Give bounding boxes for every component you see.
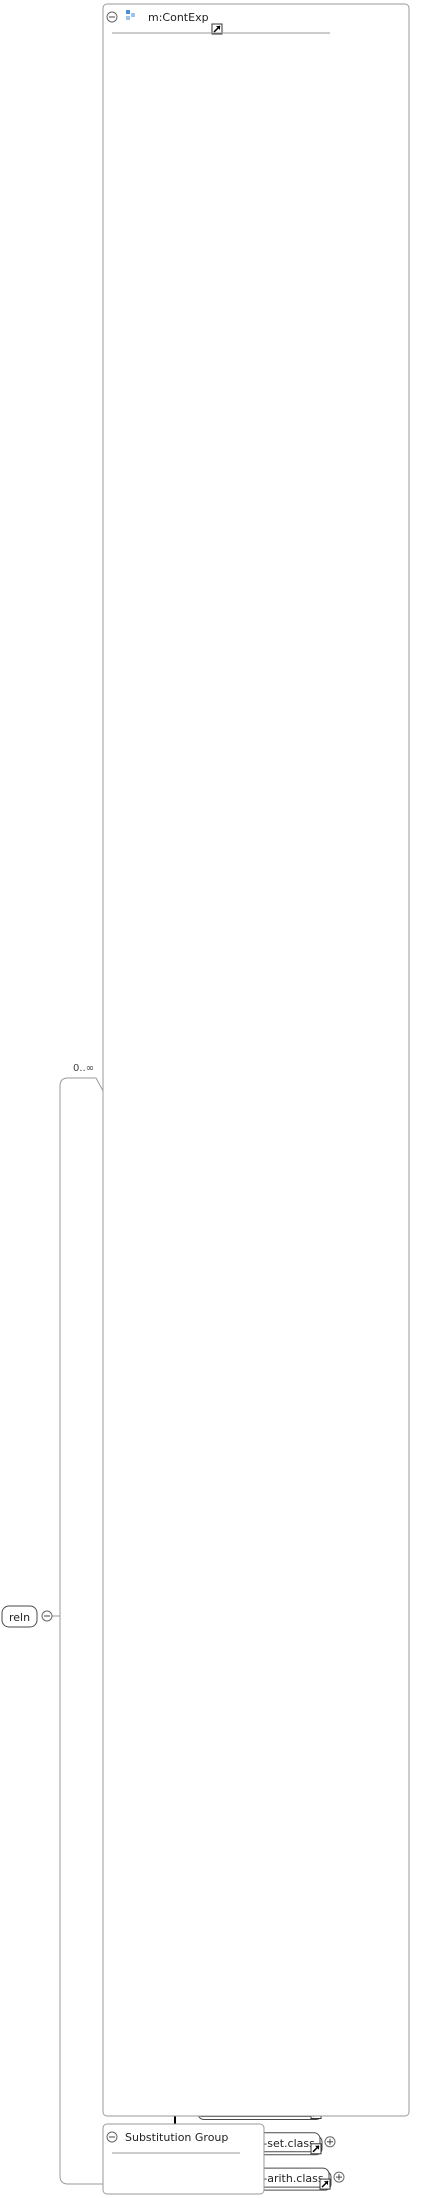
contexp-group-frame	[102, 3, 410, 2117]
group-icon	[126, 10, 135, 20]
root-to-choice-connector	[52, 1077, 120, 1617]
substitution-group-frame	[102, 2123, 265, 2195]
contexp-collapse-button[interactable]	[106, 11, 118, 23]
reln-node[interactable]	[1, 1605, 38, 1628]
cardinality-label: 0..∞	[73, 1063, 94, 1074]
item-constant-arith-class-expand-button[interactable]	[333, 2171, 345, 2183]
item-constant-set-class-expand-button[interactable]	[324, 2136, 336, 2148]
substitution-collapse-button[interactable]	[106, 2131, 118, 2143]
root-to-substitution-connector	[59, 1616, 120, 2185]
reln-label: reln	[9, 1611, 30, 1624]
item-constant-set-class-link-icon[interactable]	[310, 2143, 322, 2155]
reln-collapse-button[interactable]	[41, 1610, 53, 1622]
contexp-title: m:ContExp	[148, 11, 209, 24]
contexp-link-icon[interactable]	[211, 23, 223, 35]
substitution-title: Substitution Group	[125, 2131, 228, 2144]
item-constant-arith-class-link-icon[interactable]	[319, 2178, 331, 2190]
